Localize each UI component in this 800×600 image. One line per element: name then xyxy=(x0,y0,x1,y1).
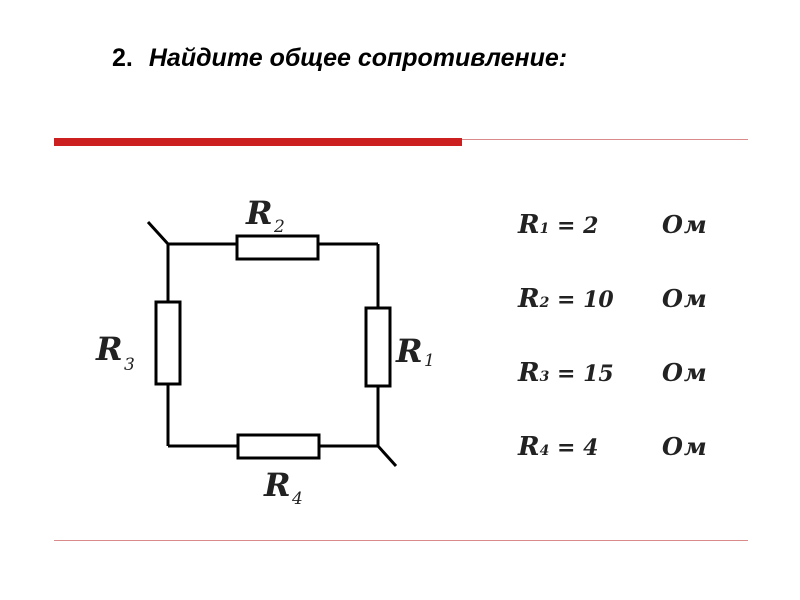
label-r3-index: 3 xyxy=(124,355,135,375)
value-r3-unit: Ом xyxy=(662,358,708,387)
resistor-r4 xyxy=(236,433,321,460)
terminal-top-left xyxy=(146,220,170,246)
label-r2-index: 2 xyxy=(273,217,285,237)
resistor-r2 xyxy=(235,234,320,261)
value-r4-unit: Ом xyxy=(662,432,708,461)
value-r1-eq: = 2 xyxy=(557,213,599,239)
value-row-r2: R2 = 10 Ом xyxy=(518,284,707,314)
label-r2-letter: R xyxy=(245,194,273,232)
label-r4-index: 4 xyxy=(291,489,303,509)
value-r3-eq: = 15 xyxy=(557,361,614,387)
label-r4-letter: R xyxy=(263,466,291,504)
value-r3-index: 3 xyxy=(539,369,550,385)
task-text: Найдите общее сопротивление: xyxy=(148,44,568,72)
label-r1-letter: R xyxy=(395,332,423,370)
value-r2-unit: Ом xyxy=(662,284,708,313)
value-row-r3: R3 = 15 Ом xyxy=(518,358,707,388)
value-r4-letter: R xyxy=(518,432,540,462)
value-r2-index: 2 xyxy=(539,295,550,311)
value-r4-eq: = 4 xyxy=(557,435,599,461)
value-r1-index: 1 xyxy=(539,221,550,237)
value-row-r4: R4 = 4 Ом xyxy=(518,432,707,462)
value-r3-letter: R xyxy=(518,358,540,388)
value-r1-unit: Ом xyxy=(662,210,708,239)
divider-line-top xyxy=(462,139,748,140)
value-r1-letter: R xyxy=(518,210,540,240)
resistor-r1 xyxy=(364,306,392,388)
task-number: 2. xyxy=(112,44,133,72)
resistor-r3 xyxy=(154,300,182,386)
label-r1-index: 1 xyxy=(424,351,435,371)
accent-bar xyxy=(54,138,462,146)
label-r3-letter: R xyxy=(95,330,123,368)
value-r2-letter: R xyxy=(518,284,540,314)
value-r4-index: 4 xyxy=(539,443,550,459)
value-r2-eq: = 10 xyxy=(557,287,614,313)
divider-line-bottom xyxy=(54,540,748,541)
task-title: 2. Найдите общее сопротивление: xyxy=(112,44,567,73)
value-row-r1: R1 = 2 Ом xyxy=(518,210,707,240)
terminal-bottom-right xyxy=(376,444,398,468)
